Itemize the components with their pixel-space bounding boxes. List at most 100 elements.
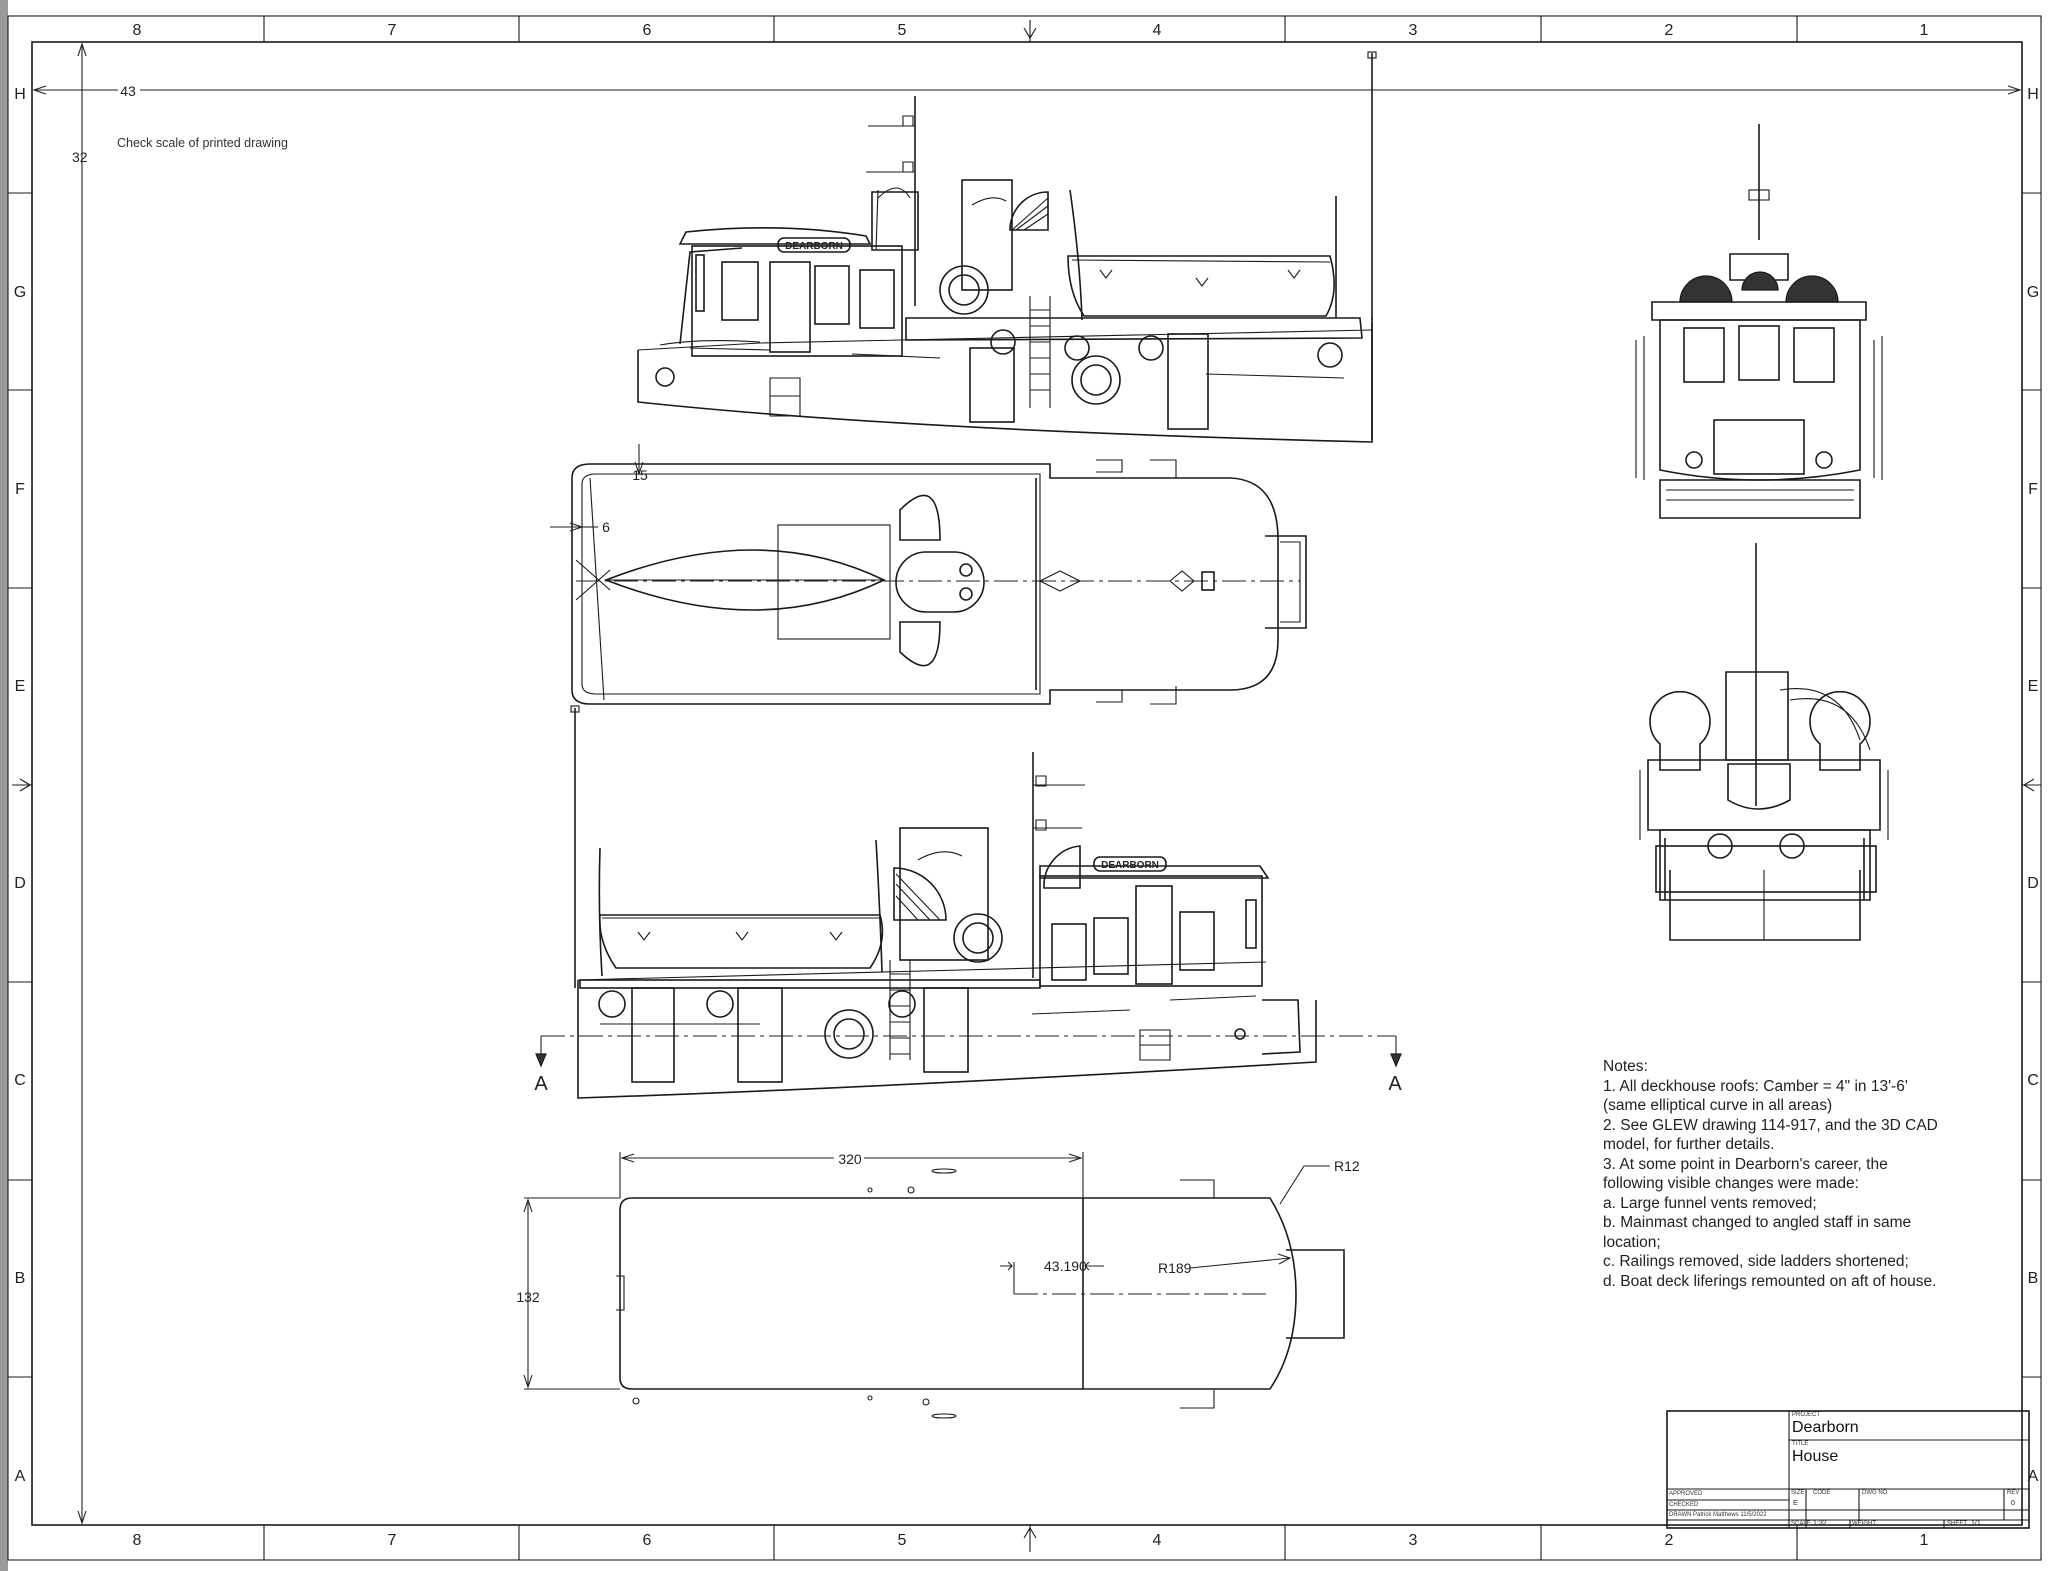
row-label-left-C: C bbox=[14, 1072, 26, 1089]
note-line: 1. All deckhouse roofs: Camber = 4" in 1… bbox=[1603, 1077, 1908, 1095]
notes-title: Notes: bbox=[1603, 1058, 1648, 1075]
row-label-right-E: E bbox=[2028, 678, 2039, 695]
bow-end-view bbox=[1635, 124, 1883, 519]
starboard-profile-view bbox=[637, 51, 1377, 443]
weight-label: WEIGHT bbox=[1852, 1521, 1876, 1527]
stern-end-view bbox=[1639, 543, 1889, 941]
row-label-left-F: F bbox=[15, 481, 25, 498]
note-line: (same elliptical curve in all areas) bbox=[1603, 1097, 1833, 1114]
col-label-bottom-8: 8 bbox=[133, 1532, 142, 1549]
col-label-bottom-3: 3 bbox=[1409, 1532, 1418, 1549]
col-label-top-1: 1 bbox=[1920, 22, 1929, 39]
scale-value: 1:32 bbox=[1813, 1520, 1827, 1527]
aft-offset-label: 43.190 bbox=[1044, 1258, 1087, 1274]
lifering-profile-middle bbox=[824, 913, 1003, 1059]
row-label-left-B: B bbox=[15, 1270, 26, 1287]
row-label-right-D: D bbox=[2027, 875, 2039, 892]
col-label-bottom-4: 4 bbox=[1153, 1532, 1162, 1549]
sheet-label: SHEET bbox=[1947, 1521, 1968, 1527]
left-edge-strip bbox=[0, 0, 8, 1571]
section-line-a-a: A A bbox=[534, 1035, 1402, 1095]
note-line: model, for further details. bbox=[1603, 1136, 1775, 1153]
row-label-right-H: H bbox=[2027, 86, 2039, 103]
deck-inset-side-label: 6 bbox=[602, 519, 610, 535]
col-label-top-5: 5 bbox=[898, 22, 907, 39]
centering-marks bbox=[12, 20, 2041, 1552]
corner-radius-label: R12 bbox=[1334, 1158, 1360, 1174]
corner-radius-dimension: R12 bbox=[1279, 1158, 1360, 1205]
house-plan-view bbox=[616, 1168, 1345, 1419]
lifering-profile-top bbox=[939, 265, 1121, 405]
project-label: PROJECT bbox=[1792, 1412, 1821, 1418]
row-label-right-G: G bbox=[2027, 284, 2039, 301]
note-line: 3. At some point in Dearborn's career, t… bbox=[1603, 1155, 1888, 1173]
house-length-dimension: 320 bbox=[619, 1150, 1084, 1198]
dwg-no-label: DWG NO bbox=[1862, 1490, 1888, 1496]
deck-inset-top-dimension: 15 bbox=[632, 444, 648, 483]
row-label-right-B: B bbox=[2028, 1270, 2039, 1287]
row-label-left-E: E bbox=[15, 678, 26, 695]
note-line: a. Large funnel vents removed; bbox=[1603, 1194, 1817, 1212]
port-profile-view bbox=[570, 705, 1317, 1099]
nameplate-middle: DEARBORN bbox=[1093, 856, 1167, 872]
house-length-label: 320 bbox=[838, 1151, 862, 1167]
aft-radius-dimension: R189 bbox=[1158, 1253, 1292, 1276]
nameplate-top: DEARBORN bbox=[777, 237, 851, 253]
grid-labels: 8 7 6 5 4 3 2 1 8 7 6 5 4 3 2 1 H G F E … bbox=[14, 22, 2039, 1549]
deck-plan-view bbox=[571, 459, 1307, 705]
drawn-label: DRAWN bbox=[1669, 1512, 1692, 1518]
note-line: location; bbox=[1603, 1233, 1661, 1251]
aft-radius-label: R189 bbox=[1158, 1260, 1192, 1276]
scale-label: SCALE bbox=[1791, 1521, 1811, 1527]
nameplate-middle-text: DEARBORN bbox=[1101, 860, 1159, 871]
col-label-top-8: 8 bbox=[133, 22, 142, 39]
col-label-bottom-5: 5 bbox=[898, 1532, 907, 1549]
row-label-left-G: G bbox=[14, 284, 26, 301]
col-label-top-2: 2 bbox=[1665, 22, 1674, 39]
column-ticks bbox=[263, 16, 1798, 1560]
sheet-height-dimension: 32 bbox=[72, 42, 88, 1525]
note-line: b. Mainmast changed to angled staff in s… bbox=[1603, 1214, 1912, 1231]
row-label-left-D: D bbox=[14, 875, 26, 892]
sheet-height-label: 32 bbox=[72, 149, 88, 165]
row-label-left-A: A bbox=[15, 1468, 26, 1485]
sheet-value: 1/1 bbox=[1971, 1520, 1981, 1527]
nameplate-top-text: DEARBORN bbox=[785, 241, 843, 252]
row-ticks bbox=[8, 192, 2041, 1378]
col-label-bottom-6: 6 bbox=[643, 1532, 652, 1549]
title-label: TITLE bbox=[1792, 1441, 1809, 1447]
section-mark-right: A bbox=[1388, 1073, 1402, 1095]
approved-label: APPROVED bbox=[1669, 1491, 1703, 1497]
notes-block: Notes: 1. All deckhouse roofs: Camber = … bbox=[1603, 1057, 1963, 1291]
rev-label: REV bbox=[2007, 1490, 2020, 1496]
col-label-bottom-2: 2 bbox=[1665, 1532, 1674, 1549]
check-scale-note: Check scale of printed drawing bbox=[117, 136, 288, 150]
sheet-width-label: 43 bbox=[120, 83, 136, 99]
col-label-bottom-7: 7 bbox=[388, 1532, 397, 1549]
col-label-top-4: 4 bbox=[1153, 22, 1162, 39]
code-label: CODE bbox=[1813, 1490, 1831, 1496]
title-value: House bbox=[1792, 1448, 1839, 1465]
deck-inset-top-label: 15 bbox=[632, 467, 648, 483]
row-label-left-H: H bbox=[14, 86, 26, 103]
aft-offset-dimension: 43.190 bbox=[1000, 1258, 1104, 1294]
title-block-frame bbox=[1666, 1410, 2030, 1529]
inner-border bbox=[31, 41, 2023, 1526]
drawn-by-value: Patrick Matthews 11/5/2022 bbox=[1693, 1512, 1767, 1518]
size-value: E bbox=[1793, 1500, 1798, 1507]
row-label-right-A: A bbox=[2028, 1468, 2039, 1485]
sheet-width-dimension: 43 bbox=[32, 82, 2022, 99]
col-label-top-6: 6 bbox=[643, 22, 652, 39]
house-width-label: 132 bbox=[516, 1289, 540, 1305]
section-mark-left: A bbox=[534, 1073, 548, 1095]
outer-border bbox=[7, 15, 2042, 1561]
checked-label: CHECKED bbox=[1669, 1502, 1699, 1508]
deck-inset-side-dimension: 6 bbox=[550, 519, 610, 535]
col-label-top-3: 3 bbox=[1409, 22, 1418, 39]
house-width-dimension: 132 bbox=[516, 1197, 620, 1390]
col-label-top-7: 7 bbox=[388, 22, 397, 39]
note-line: c. Railings removed, side ladders shorte… bbox=[1603, 1253, 1909, 1270]
note-line: following visible changes were made: bbox=[1603, 1175, 1859, 1192]
row-label-right-F: F bbox=[2028, 481, 2038, 498]
